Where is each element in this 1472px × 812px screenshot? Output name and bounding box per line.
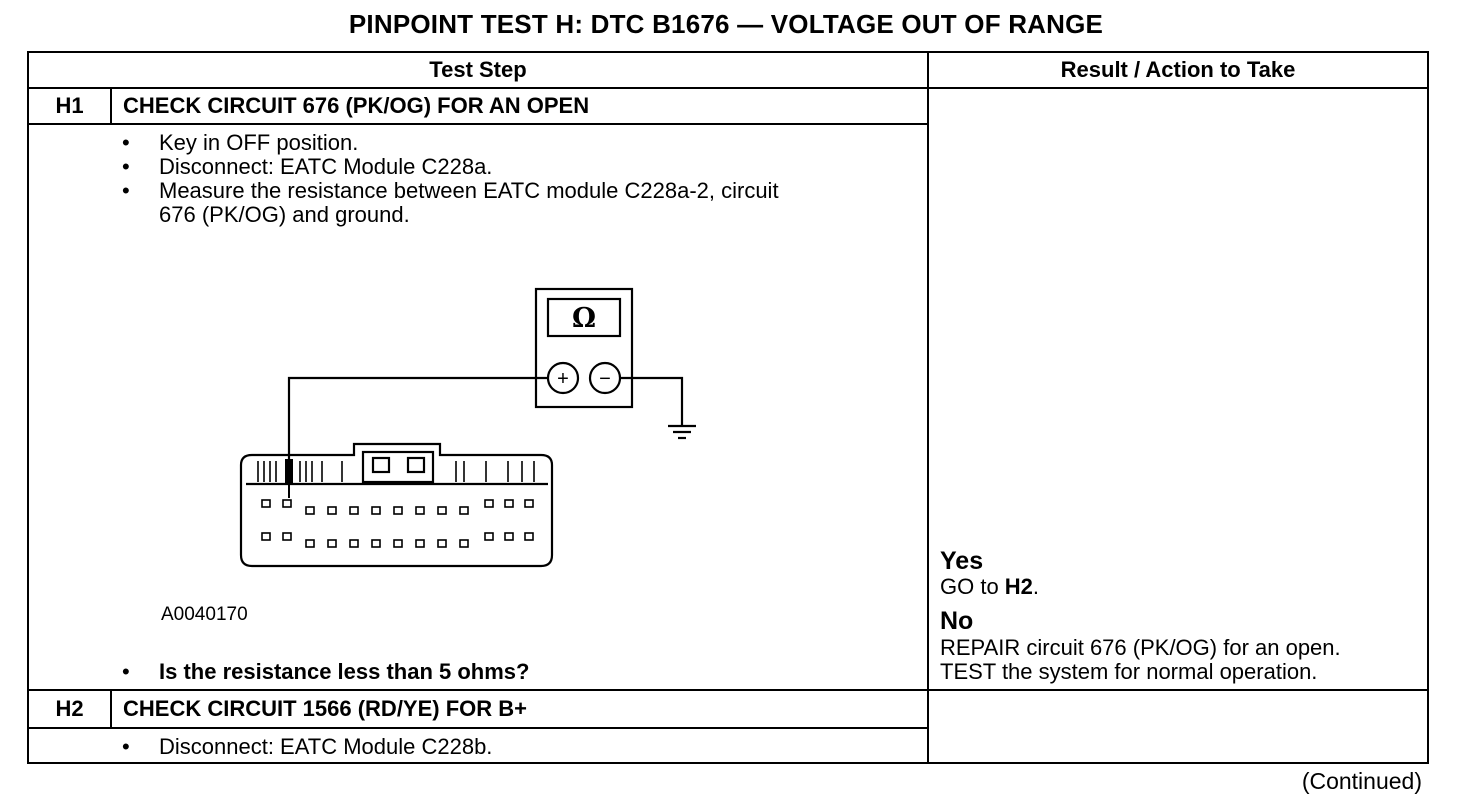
list-item-continuation: 676 (PK/OG) and ground. bbox=[159, 202, 410, 227]
figure-id: A0040170 bbox=[161, 604, 248, 625]
list-item: •Measure the resistance between EATC mod… bbox=[122, 178, 779, 203]
minus-terminal-symbol: − bbox=[599, 368, 611, 390]
continued-label: (Continued) bbox=[1301, 768, 1422, 794]
result-no-line2: TEST the system for normal operation. bbox=[940, 659, 1318, 684]
header-test-step: Test Step bbox=[429, 57, 527, 82]
step-id-h2: H2 bbox=[55, 696, 84, 721]
page-title: PINPOINT TEST H: DTC B1676 — VOLTAGE OUT… bbox=[348, 9, 1104, 39]
list-item: •Disconnect: EATC Module C228a. bbox=[122, 154, 493, 179]
question-item: •Is the resistance less than 5 ohms? bbox=[122, 659, 530, 684]
result-yes-text: GO to H2. bbox=[940, 574, 1040, 599]
step-title-h2: CHECK CIRCUIT 1566 (RD/YE) FOR B+ bbox=[123, 696, 528, 721]
step-id-h1: H1 bbox=[55, 93, 84, 118]
header-result-action: Result / Action to Take bbox=[1060, 57, 1296, 82]
list-item: •Key in OFF position. bbox=[122, 130, 359, 155]
result-yes-label: Yes bbox=[940, 547, 984, 575]
result-no-label: No bbox=[940, 607, 974, 635]
ohm-symbol: Ω bbox=[572, 303, 596, 334]
step-title-h1: CHECK CIRCUIT 676 (PK/OG) FOR AN OPEN bbox=[123, 93, 590, 118]
ohmmeter-diagram: Ω + − bbox=[239, 287, 696, 568]
plus-terminal-symbol: + bbox=[557, 368, 569, 390]
list-item: •Disconnect: EATC Module C228b. bbox=[122, 734, 493, 759]
result-no-line1: REPAIR circuit 676 (PK/OG) for an open. bbox=[940, 635, 1341, 660]
